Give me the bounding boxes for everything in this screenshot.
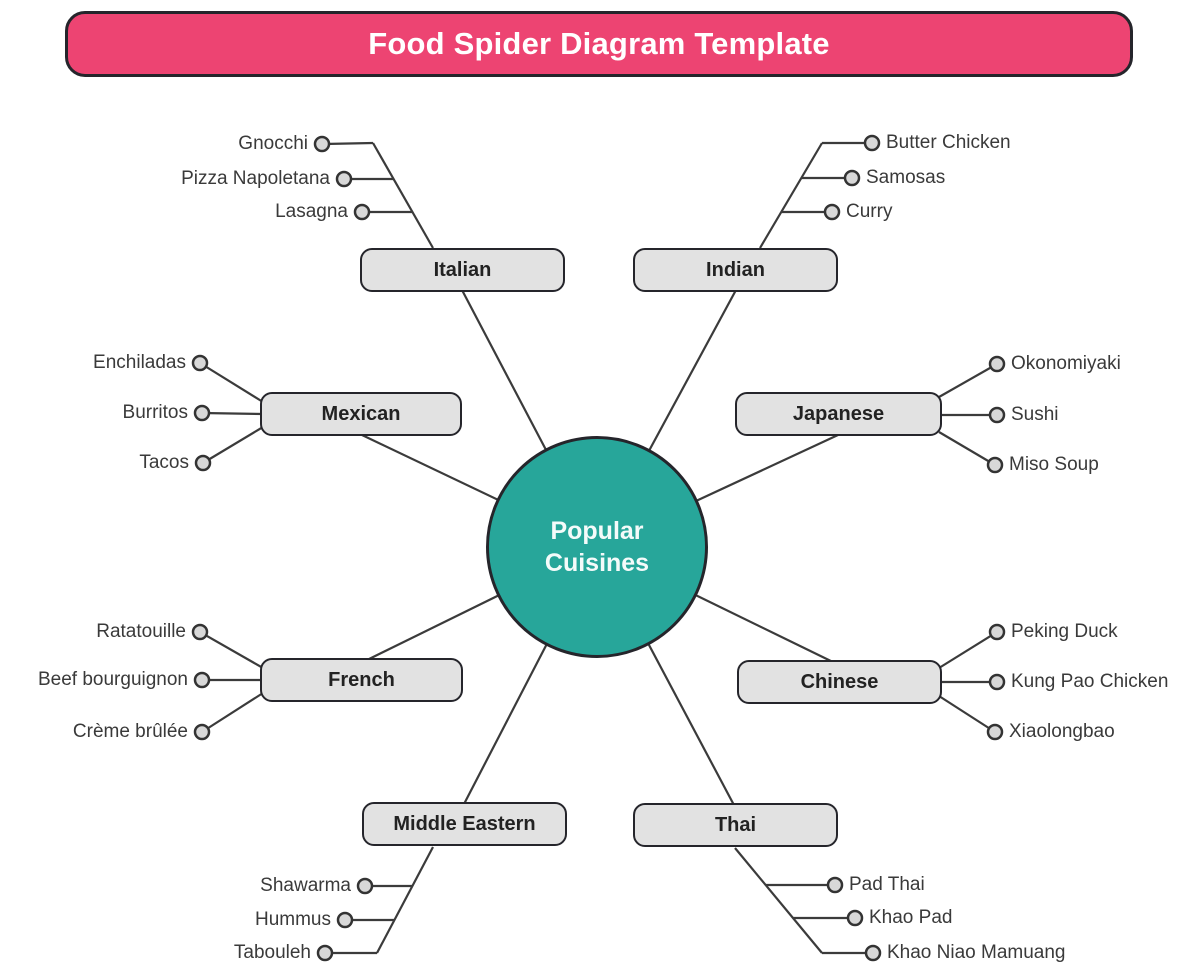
leaf-connector-line — [938, 363, 998, 398]
leaf-label-samosas: Samosas — [866, 167, 946, 188]
leaf-connector-line — [938, 695, 996, 733]
leaf-label-okonomiyaki: Okonomiyaki — [1011, 353, 1121, 374]
leaf-label-khao-pad: Khao Pad — [869, 907, 953, 928]
leaf-connector-line — [202, 426, 264, 464]
leaf-node-circle — [191, 623, 209, 641]
leaf-label-creme-brulee: Crème brûlée — [72, 721, 188, 742]
branch-connectors-french — [191, 623, 264, 741]
leaf-node-circle — [846, 909, 864, 927]
branch-node-indian: Indian — [633, 248, 838, 292]
leaf-node-circle — [843, 169, 861, 187]
leaf-label-beef-bourguignon: Beef bourguignon — [37, 669, 188, 690]
leaf-label-pad-thai: Pad Thai — [849, 874, 925, 895]
leaf-node-circle — [986, 723, 1004, 741]
leaf-connector-line — [323, 141, 374, 146]
branch-connectors-indian — [759, 134, 881, 249]
leaf-label-peking-duck: Peking Duck — [1011, 621, 1118, 642]
leaf-connector-line — [201, 411, 264, 416]
title-banner: Food Spider Diagram Template — [65, 11, 1133, 77]
leaf-label-enchiladas: Enchiladas — [93, 352, 186, 373]
branch-trunk-line — [372, 142, 434, 249]
leaf-label-butter-chicken: Butter Chicken — [886, 132, 1011, 153]
branch-node-thai: Thai — [633, 803, 838, 847]
center-node-label: Popular Cuisines — [544, 517, 650, 577]
leaf-label-miso-soup: Miso Soup — [1009, 454, 1099, 475]
leaf-label-tabouleh: Tabouleh — [233, 942, 311, 963]
branch-connectors-chinese — [938, 623, 1006, 741]
leaf-label-xiaolongbao: Xiaolongbao — [1009, 721, 1115, 742]
leaf-node-circle — [864, 944, 882, 962]
leaf-node-circle — [313, 135, 331, 153]
leaf-node-circle — [193, 404, 211, 422]
branch-node-french: French — [260, 658, 463, 702]
leaf-node-circle — [335, 170, 353, 188]
leaf-connector-line — [938, 431, 996, 466]
leaf-node-circle — [986, 456, 1004, 474]
leaf-node-circle — [988, 623, 1006, 641]
leaf-label-pizza-napoletana: Pizza Napoletana — [181, 168, 330, 189]
leaf-label-hummus: Hummus — [254, 909, 331, 930]
diagram-title: Food Spider Diagram Template — [368, 26, 830, 61]
leaf-label-shawarma: Shawarma — [260, 875, 351, 896]
branch-trunk-line — [734, 847, 823, 954]
branch-connectors-middle-eastern — [316, 846, 434, 962]
branch-node-middle-eastern: Middle Eastern — [362, 802, 567, 846]
branch-connectors-japanese — [938, 355, 1006, 474]
leaf-node-circle — [863, 134, 881, 152]
leaf-label-tacos: Tacos — [139, 452, 189, 473]
leaf-connector-line — [199, 362, 264, 403]
branch-connectors-italian — [313, 135, 434, 249]
leaf-node-circle — [336, 911, 354, 929]
leaf-node-circle — [823, 203, 841, 221]
leaf-node-circle — [988, 355, 1006, 373]
leaf-node-circle — [356, 877, 374, 895]
leaf-connector-line — [201, 692, 264, 733]
leaf-label-sushi: Sushi — [1011, 404, 1059, 425]
leaf-node-circle — [988, 406, 1006, 424]
leaf-node-circle — [193, 723, 211, 741]
branch-node-mexican: Mexican — [260, 392, 462, 436]
leaf-node-circle — [316, 944, 334, 962]
leaf-label-curry: Curry — [846, 201, 893, 222]
leaf-connector-line — [199, 631, 264, 669]
leaf-node-circle — [193, 671, 211, 689]
leaf-connector-line — [938, 631, 998, 669]
branch-node-japanese: Japanese — [735, 392, 942, 436]
branch-trunk-line — [759, 142, 823, 249]
center-node: Popular Cuisines — [486, 436, 708, 658]
leaf-label-burritos: Burritos — [122, 402, 188, 423]
leaf-label-khao-niao-mamuang: Khao Niao Mamuang — [887, 942, 1066, 963]
leaf-node-circle — [826, 876, 844, 894]
branch-connectors-thai — [734, 847, 882, 962]
leaf-label-ratatouille: Ratatouille — [96, 621, 186, 642]
leaf-label-gnocchi: Gnocchi — [238, 133, 308, 154]
branch-node-chinese: Chinese — [737, 660, 942, 704]
leaf-label-lasagna: Lasagna — [275, 201, 348, 222]
leaf-node-circle — [988, 673, 1006, 691]
branch-trunk-line — [376, 846, 434, 954]
leaf-node-circle — [191, 354, 209, 372]
leaf-node-circle — [353, 203, 371, 221]
branch-connectors-mexican — [191, 354, 264, 472]
branch-node-italian: Italian — [360, 248, 565, 292]
leaf-label-kung-pao-chicken: Kung Pao Chicken — [1011, 671, 1169, 692]
leaf-node-circle — [194, 454, 212, 472]
